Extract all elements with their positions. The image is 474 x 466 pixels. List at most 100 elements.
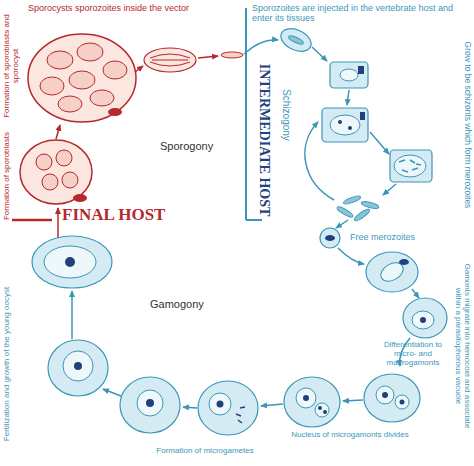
step-caption: Formation of sporoblasts and sporocyst (2, 10, 20, 122)
phase-label: Gamogony (150, 298, 230, 311)
merozoite (336, 205, 354, 218)
zygote (137, 390, 163, 416)
cycle-arrow (103, 389, 121, 396)
nucleus (108, 108, 122, 116)
host-divider (245, 8, 247, 220)
nucleus (360, 112, 365, 120)
nucleus (325, 235, 335, 241)
nucleus (73, 194, 87, 202)
cycle-arrow (343, 400, 363, 401)
merozoite-cell (320, 228, 340, 248)
sporoblast (42, 174, 58, 190)
host-cell (277, 24, 314, 56)
nucleus (358, 66, 364, 74)
free-merozoites (336, 195, 379, 223)
gamont-cell (48, 340, 108, 396)
cycle-arrow (347, 90, 349, 105)
cycle-arrow (370, 132, 389, 154)
sporozoite (288, 34, 305, 45)
cycle-arrow (338, 248, 364, 264)
cycle-arrow (312, 47, 327, 61)
oocyst-cell (28, 34, 136, 122)
host-cell (330, 62, 368, 88)
sporoblast (62, 172, 78, 188)
sporoblast (36, 154, 52, 170)
recycle-arrow (305, 122, 334, 200)
gamont-cell (284, 377, 340, 427)
oocyst-cell (20, 140, 92, 204)
schizont (330, 115, 360, 135)
step-caption: Formation of microgametes (140, 446, 270, 455)
cycle-arrow (183, 407, 197, 408)
merozoite (353, 208, 371, 222)
step-caption: Formation of sporoblasts (2, 126, 11, 226)
host-divider (12, 219, 52, 222)
cycle-arrow (56, 125, 60, 139)
nucleus (382, 392, 388, 398)
cycle-arrow (336, 220, 348, 228)
step-caption: Differentiation to micro- and macrogamon… (376, 340, 450, 368)
step-caption: Fertilization and growth of the young oo… (2, 264, 11, 464)
cycle-arrow (412, 289, 419, 298)
microgamont (315, 403, 329, 417)
step-caption: Free merozoites (350, 232, 450, 242)
host-divider (246, 219, 262, 221)
step-caption: Sporocysts sporozoites inside the vector (28, 3, 238, 13)
merozoite (343, 195, 362, 206)
cycle-arrow (57, 208, 59, 238)
sporocyst (58, 96, 82, 112)
nucleus (399, 259, 409, 265)
cycle-arrow (198, 56, 218, 58)
cycle-arrow (261, 404, 283, 406)
nucleus (338, 120, 342, 124)
host-cell (390, 150, 432, 182)
nucleus (323, 410, 327, 414)
merozoites (399, 160, 421, 172)
nucleus (217, 401, 224, 408)
gamont-cell (366, 252, 418, 292)
gamont-cell (364, 374, 420, 422)
host-label: FINAL HOST (62, 205, 242, 225)
gamont-cell (32, 236, 112, 288)
microgametes (236, 407, 245, 423)
cycle-arrow (71, 291, 73, 339)
step-caption: Nucleus of microgamonts divides (280, 430, 420, 439)
macrogamont (296, 388, 316, 408)
step-caption: Gamonts migrate into hemocoel and associ… (454, 256, 472, 436)
sporozoites (150, 54, 190, 66)
step-caption: Grow to be schizonts which form merozoit… (462, 30, 472, 220)
macrogamont (209, 393, 231, 415)
sporoblast (56, 150, 72, 166)
sporocyst (90, 90, 114, 106)
step-caption: Sporozoites are injected in the vertebra… (252, 3, 467, 24)
gamont-cell (403, 298, 447, 338)
nucleus (318, 406, 322, 410)
cycle-arrow (383, 184, 396, 195)
sporocyst (103, 61, 127, 79)
gamont (412, 311, 434, 329)
nucleus (420, 317, 426, 323)
sporocyst (47, 51, 73, 69)
gamont-cell (120, 377, 180, 433)
nucleus (348, 126, 352, 130)
young-oocyst (63, 351, 93, 381)
nucleus (65, 257, 75, 267)
cycle-arrow (244, 40, 278, 54)
schizont (394, 155, 426, 177)
gamont-cell (198, 381, 258, 435)
nucleus (400, 400, 405, 405)
sporocyst (40, 77, 64, 95)
young-oocyst (44, 246, 96, 278)
macrogamont (376, 386, 394, 404)
sporocyst (69, 71, 95, 89)
sporocyst (77, 43, 103, 61)
schizont (340, 69, 358, 81)
host-label: INTERMEDIATE HOST (256, 50, 272, 230)
sporozoite (221, 52, 243, 58)
nucleus (74, 362, 82, 370)
nucleus (146, 399, 154, 407)
phase-label: Sporogony (160, 140, 240, 153)
merozoite (361, 200, 380, 209)
sporocyst (144, 48, 196, 72)
